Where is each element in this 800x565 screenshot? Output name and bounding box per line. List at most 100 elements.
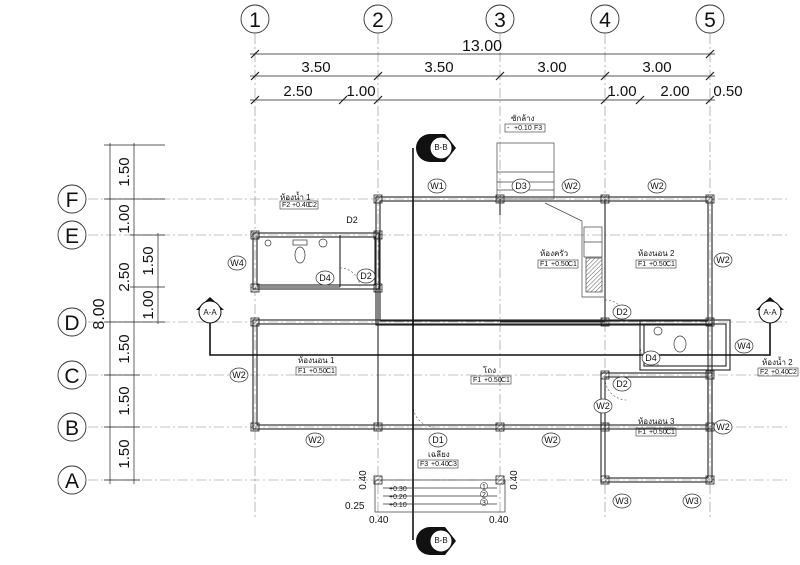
- window-tag-w2-h: W2: [713, 419, 733, 435]
- kitchen-counter: [544, 202, 604, 298]
- svg-text:C2: C2: [788, 369, 797, 376]
- svg-text:F1: F1: [540, 261, 548, 268]
- window-tag-w3-b: W3: [682, 493, 702, 509]
- svg-text:+0.40: +0.40: [292, 202, 310, 209]
- grid-bubble-1: 1: [240, 4, 270, 34]
- svg-text:1.00: 1.00: [607, 83, 636, 100]
- window-tag-w2-b: W2: [647, 178, 667, 194]
- svg-text:W2: W2: [650, 181, 664, 191]
- svg-text:1.50: 1.50: [116, 386, 133, 415]
- svg-text:2.50: 2.50: [116, 262, 133, 291]
- room-tags: ห้องน้ำ 1 F2 +0.40 C2 ห้องครัว F1 +0.50 …: [279, 114, 799, 469]
- svg-text:+0.50: +0.50: [309, 368, 327, 375]
- section-marker-aa-right: A-A: [756, 297, 784, 324]
- svg-text:4: 4: [599, 9, 611, 32]
- svg-text:C3: C3: [448, 461, 457, 468]
- svg-text:F1: F1: [638, 429, 646, 436]
- walls: [252, 196, 731, 483]
- svg-text:0.50: 0.50: [713, 83, 742, 100]
- svg-text:A-A: A-A: [203, 308, 217, 317]
- svg-text:B-B: B-B: [434, 536, 447, 545]
- section-marker-bb-bottom: B-B: [416, 527, 456, 555]
- grid-bubble-B: B: [57, 412, 87, 442]
- svg-text:A-A: A-A: [763, 308, 777, 317]
- svg-text:ห้องนอน 2: ห้องนอน 2: [638, 249, 675, 258]
- svg-text:1: 1: [482, 484, 486, 491]
- window-tag-w1: W1: [427, 178, 447, 194]
- svg-text:W4: W4: [737, 341, 751, 351]
- window-tag-w2-f: W2: [541, 432, 561, 448]
- door-tag-d2-b: D2: [612, 304, 632, 320]
- svg-text:D1: D1: [432, 435, 444, 445]
- svg-text:+0.50: +0.50: [551, 261, 569, 268]
- svg-text:W4: W4: [230, 258, 244, 268]
- svg-text:3.00: 3.00: [537, 59, 566, 76]
- svg-text:1: 1: [249, 9, 261, 32]
- svg-text:W3: W3: [615, 496, 629, 506]
- svg-text:D2: D2: [346, 215, 358, 225]
- svg-text:0.40: 0.40: [509, 470, 520, 490]
- svg-text:F2: F2: [282, 202, 290, 209]
- svg-text:+0.50: +0.50: [484, 377, 502, 384]
- svg-text:F1: F1: [638, 261, 646, 268]
- svg-text:+0.20: +0.20: [389, 494, 407, 501]
- window-tag-w2-g: W2: [593, 398, 613, 414]
- svg-text:2: 2: [482, 492, 486, 499]
- svg-text:3.00: 3.00: [642, 59, 671, 76]
- grid-bubble-D: D: [57, 307, 87, 337]
- svg-text:B-B: B-B: [434, 143, 447, 152]
- top-dimension-text: 13.00 3.50 3.50 3.00 3.00 2.50 1.00 1.00…: [283, 38, 742, 100]
- svg-text:+0.40: +0.40: [771, 369, 789, 376]
- section-marker-aa-left: A-A: [196, 297, 224, 324]
- svg-text:5: 5: [704, 9, 716, 32]
- svg-text:+0.10: +0.10: [514, 125, 532, 132]
- svg-text:0.40: 0.40: [369, 515, 389, 526]
- svg-text:C1: C1: [666, 261, 675, 268]
- svg-text:3: 3: [482, 500, 486, 507]
- svg-text:F1: F1: [473, 377, 481, 384]
- svg-text:1.50: 1.50: [116, 157, 133, 186]
- svg-text:F: F: [66, 189, 79, 212]
- grid-bubble-3: 3: [485, 4, 515, 34]
- svg-text:3.50: 3.50: [424, 59, 453, 76]
- svg-text:ห้องน้ำ 2: ห้องน้ำ 2: [762, 356, 793, 367]
- overall-width: 13.00: [462, 38, 502, 55]
- room-tag-laundry: ซักล้าง - +0.10 F3: [504, 114, 546, 133]
- svg-text:+0.30: +0.30: [389, 486, 407, 493]
- door-tag-d4-b: D4: [641, 350, 661, 366]
- svg-text:D2: D2: [360, 271, 372, 281]
- room-tag-hall: โถง F1 +0.50 C1: [470, 365, 512, 385]
- svg-text:F2: F2: [760, 369, 768, 376]
- row-grid-bubbles: F E D C B A: [57, 184, 87, 495]
- svg-text:C1: C1: [326, 368, 335, 375]
- window-tag-w2-d: W2: [229, 367, 249, 383]
- svg-text:C1: C1: [501, 377, 510, 384]
- svg-text:2.50: 2.50: [283, 83, 312, 100]
- door-tag-d2-a: D2: [356, 268, 376, 284]
- svg-text:E: E: [65, 225, 79, 248]
- svg-text:W2: W2: [716, 422, 730, 432]
- door-tag-d1: D1: [428, 432, 448, 448]
- room-tag-terrace: เฉลียง F3 +0.40 C3: [417, 450, 459, 469]
- bath-fixtures: [264, 238, 687, 353]
- svg-text:D: D: [64, 312, 79, 335]
- svg-text:D2: D2: [616, 307, 628, 317]
- svg-text:2: 2: [372, 9, 384, 32]
- svg-text:0.40: 0.40: [358, 470, 369, 490]
- window-tag-w2-a: W2: [561, 178, 581, 194]
- svg-text:1.50: 1.50: [116, 334, 133, 363]
- svg-text:2.00: 2.00: [660, 83, 689, 100]
- front-steps: +0.30 +0.20 +0.10 1 2 3 0.40 0.40 0.25 0…: [345, 470, 520, 526]
- door-tag-d3: D3: [511, 178, 531, 194]
- grid-bubble-2: 2: [363, 4, 393, 34]
- column-grid-bubbles: 1 2 3 4 5: [240, 4, 725, 34]
- grid-bubble-F: F: [57, 184, 87, 214]
- room-tag-bedroom-2: ห้องนอน 2 F1 +0.50 C1: [635, 249, 677, 269]
- svg-text:ห้องนอน 1: ห้องนอน 1: [298, 356, 335, 365]
- svg-text:1.50: 1.50: [116, 439, 133, 468]
- svg-text:W2: W2: [232, 370, 246, 380]
- svg-text:W2: W2: [308, 435, 322, 445]
- svg-text:+0.50: +0.50: [649, 429, 667, 436]
- svg-text:W3: W3: [685, 496, 699, 506]
